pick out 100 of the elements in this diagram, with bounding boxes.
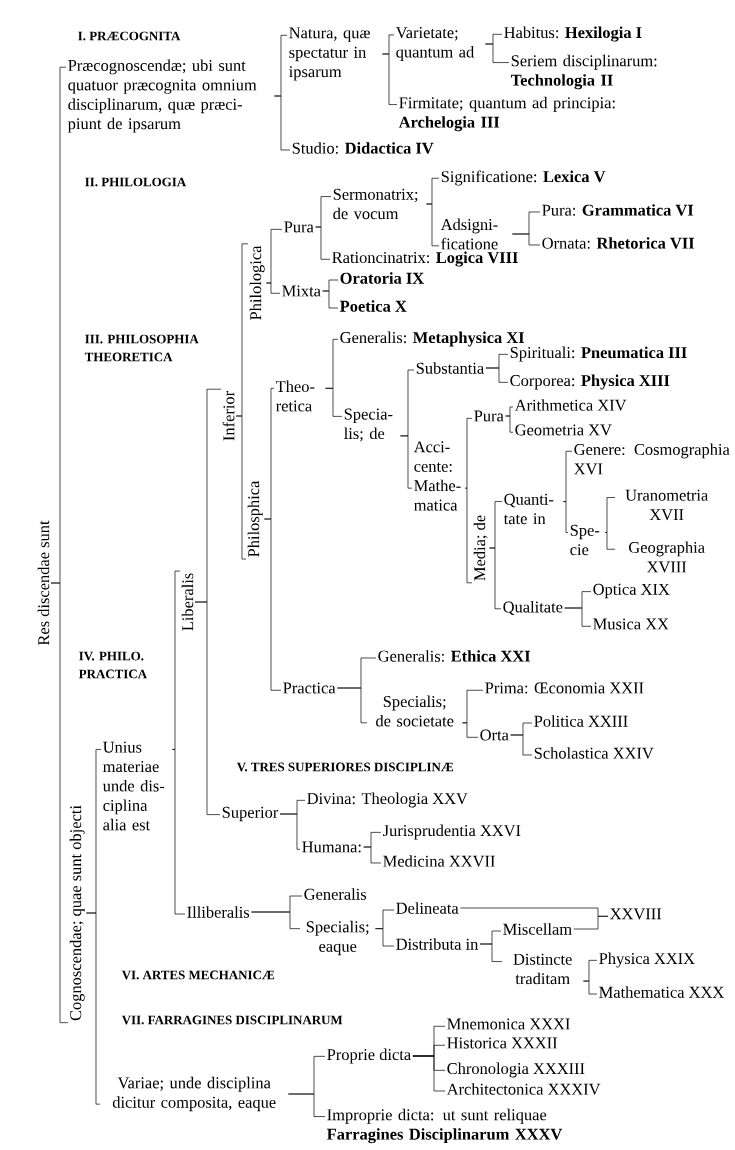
term-label: Prima: Œconomia XXII [485,682,644,694]
term-label: Ornata: Rhetorica VII [542,237,695,249]
term-label: Quanti- tate in [503,493,554,525]
bracket-line [485,43,510,63]
term-label: Habitus: Hexilogia I [504,26,642,42]
bracket-line [50,582,69,1023]
bracket-line [563,450,573,502]
section-heading: VI. ARTES MECHANICÆ [121,970,275,980]
bracket-line [235,415,247,560]
term-label: Arithmetica XIV [514,399,627,411]
bracket-line [325,387,343,417]
bracket-line [485,367,509,383]
term-label: Firmitate; quantum ad principia: Archelogia III [398,96,615,132]
term-label: Generalis: Metaphysica XI [340,331,524,347]
bracket-line [605,497,616,533]
term-label: Cognoscendae; quae sunt objecti [69,805,85,1021]
term-label: Practica [283,682,336,694]
bracket-line [194,601,221,815]
term-label: Geographia XVIII [629,541,705,573]
term-label: Historica XXXII [447,1037,558,1049]
term-label: Natura, quæ spectatur in ipsarum [289,27,370,81]
term-label: Jurisprudentia XXVI [383,824,521,840]
term-label: Distributa in [396,938,479,950]
section-heading: I. PRÆCOGNITA [78,31,181,41]
bracket-line [583,980,598,995]
bracket-line [505,415,514,433]
term-label: Proprie dicta [327,1048,411,1064]
term-label: Philosphica [247,480,263,557]
bracket-line [605,532,616,550]
bracket-line [251,911,301,929]
bracket-line [412,1055,446,1092]
term-label: Theo- retica [276,380,315,412]
term-label: Physica XXIX [599,952,695,968]
term-label: Spirituali: Pneumatica III [510,346,687,362]
term-label: Generalis [304,888,367,900]
term-label: Politica XXIII [534,715,628,727]
term-label: Præcognoscendæ; ubi sunt quatuor præcognita omnium disciplinarum, quæ præci- piunt de ipsarum [67,59,257,133]
term-label: Humana: [302,841,361,853]
bracket-line [315,226,331,260]
bracket-line [465,487,473,584]
term-label: Liberalis [181,573,194,631]
bracket-line [375,928,395,947]
term-label: Orta [480,729,509,741]
term-label: Genere: Cosmographia XVI [574,443,730,475]
term-label: Qualitate [503,600,563,616]
term-label: Studio: Didactica IV [292,142,434,154]
term-label: Mixta [282,285,321,297]
bracket-line [363,846,382,864]
bracket-line [512,233,541,246]
term-label: Substantia [416,362,484,374]
term-label: Illiberalis [187,906,250,918]
section-heading: VII. FARRAGINES DISCIPLINARUM [121,1015,343,1025]
term-label: Divina: Theologia XXV [307,792,468,808]
section-heading: IV. PHILO. PRACTICA [78,651,147,679]
term-label: Acci- cente: Mathe- matica [413,441,461,511]
term-label: Scholastica XXIV [534,747,654,759]
bracket-line [172,570,181,750]
term-label: Optica XIX [593,583,670,599]
term-label: Superior [222,806,279,822]
bracket-line [426,203,440,247]
term-label: Spe- cie [570,524,600,556]
bracket-line [336,687,368,724]
bracket-line [465,418,473,489]
term-label: Distincte traditam [513,953,572,985]
bracket-line [279,813,301,850]
section-heading: V. TRES SUPERIORES DISCIPLINÆ [236,762,454,772]
term-label: Architectonica XXXIV [446,1083,601,1095]
bracket-line [573,915,609,930]
bracket-line [382,53,398,105]
bracket-line [564,607,592,627]
term-label: Sermonatrix; de vocum [333,188,418,220]
term-label: Media; de [473,515,488,581]
term-label: Varietate; quantum ad [395,27,474,61]
bracket-line [479,943,503,962]
term-label: Poetica X [340,300,407,312]
bracket-line [563,501,569,533]
term-label: Corporea: Physica XIII [510,374,670,390]
term-label: Pura: Grammatica VI [542,204,694,216]
term-label: Oratoria IX [340,272,424,284]
term-label: Improprie dicta: ut sunt reliquae Farragines Disciplinarum XXXV [327,1108,563,1144]
term-label: Uranometria XVII [625,489,708,521]
term-label: Chronologia XXXIII [447,1062,585,1078]
term-label: XXVIII [610,908,662,920]
term-label: Specia- lis; de [344,408,393,442]
bracket-line [274,95,291,151]
term-label: Specialis; eaque [306,920,369,956]
term-label: Res discendae sunt [37,520,50,646]
term-label: Mathematica XXX [599,986,724,998]
term-label: Medicina XXVII [383,855,495,867]
term-label: Pura [284,221,314,233]
term-label: Pura [474,410,504,422]
section-heading: II. PHILOLOGIA [85,177,187,187]
bracket-line [462,722,479,738]
term-label: Geometria XV [515,424,612,436]
term-label: Variae; unde disciplina dicitur composita, eaque [112,1076,276,1112]
term-label: Specialis; de societate [376,695,454,727]
term-label: Miscellam [503,923,572,935]
bracket-line [400,435,413,489]
term-label: Mnemonica XXXI [447,1018,570,1030]
term-label: Rationcinatrix: Logica VIII [332,251,518,267]
